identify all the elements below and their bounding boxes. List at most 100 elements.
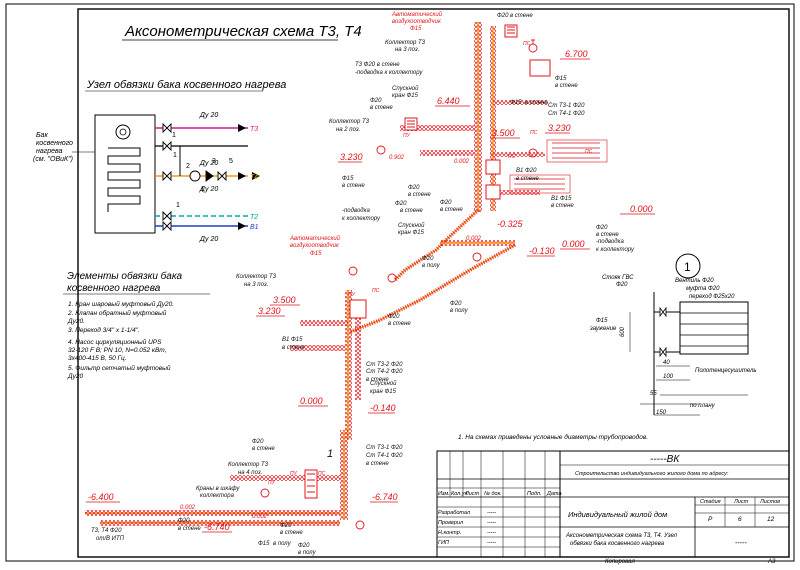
drain-label: кран Ф15	[392, 93, 419, 99]
pipe-spec: в стене	[280, 530, 303, 536]
drain-label: Спускной	[392, 85, 419, 92]
towel-dryer	[679, 301, 749, 355]
sheet-header: Лист	[733, 499, 749, 505]
dim-label: 150	[656, 410, 667, 416]
header-doc: № док.	[484, 491, 502, 497]
riser-label: Ст Т4-1 Ф20	[366, 453, 403, 459]
riser-label: Ст Т4-1 Ф20	[548, 111, 585, 117]
signature-dashes: -----	[487, 510, 496, 516]
elements-title-2: косвенного нагрева	[67, 283, 161, 294]
pc-marker: ПС	[523, 41, 531, 47]
to-collector: -подводка к коллектору	[355, 70, 423, 76]
dn-label-2: Ду 20	[199, 160, 218, 167]
level-3230b: 3.230	[340, 152, 363, 162]
role-gip: ГИП	[438, 540, 449, 546]
pipe-spec: в стене	[342, 183, 365, 189]
callout-2: 2	[186, 163, 190, 170]
drain-label: Спускной	[370, 380, 397, 387]
pipe-spec: в стене	[366, 461, 389, 467]
pc-marker: ПС	[508, 154, 516, 160]
pipe-spec: в стене	[440, 207, 463, 213]
air-vent-label: воздухоотводчик	[392, 19, 442, 25]
collector-label: Коллектор Т3	[385, 40, 426, 46]
level-0325: -0.325	[497, 219, 524, 229]
pu-marker: ПУ	[348, 292, 356, 298]
pipe-label-t3: Т3	[250, 126, 258, 133]
detail-label: заужение	[589, 326, 617, 332]
slope-label: 0.002	[252, 514, 268, 520]
tank-label-3: нагрева	[36, 148, 62, 155]
pc-mid: Ф20	[596, 225, 608, 231]
collector-label: на 3 поз.	[244, 282, 268, 288]
tank-body	[94, 114, 156, 234]
level-3500: 3.500	[492, 128, 515, 138]
element-item: Ду20.	[67, 318, 85, 325]
callout-5: 5	[229, 158, 233, 165]
signature-dashes: -----	[487, 530, 496, 536]
tank-label-4: (см. "ОВиК")	[33, 156, 73, 163]
collector-label: на 3 поз.	[395, 47, 419, 53]
pipe-spec: в стене	[252, 446, 275, 452]
pipe-spec: в стене	[178, 526, 201, 532]
pipe-spec: в стене	[555, 83, 578, 89]
pu-marker: ПУ	[268, 480, 276, 486]
level-6400: -6.400	[88, 492, 114, 502]
slope-label: 0.002	[466, 236, 482, 242]
detail-marker	[675, 253, 701, 279]
pipe-spec: в стене	[408, 192, 431, 198]
pc-mid: -подводка	[596, 239, 624, 245]
callout-1c: 1	[176, 202, 180, 209]
drawing-note: 1. На схемах приведены условные диаметры…	[458, 433, 648, 441]
pipe-spec: в стене	[370, 105, 393, 111]
cabinet-label: Краны в шкафу	[196, 486, 240, 492]
pc-mid: к коллектору	[596, 247, 635, 253]
pipe-spec: в стене	[366, 377, 389, 383]
riser-label: Ст Т3-2 Ф20	[366, 362, 403, 368]
riser-label: Ст Т3-1 Ф20	[548, 103, 585, 109]
air-vent-label: Ф15	[310, 251, 322, 257]
pipe-spec: Ф20	[408, 185, 420, 191]
level-3500b: 3.500	[273, 295, 296, 305]
pipe-spec: в стене	[551, 203, 574, 209]
element-item: 4. Насос циркуляционный UPS	[68, 338, 162, 346]
level-3230c: 3.230	[258, 306, 281, 316]
element-item: Ду20	[67, 373, 84, 380]
node-title: Узел обвязки бака косвенного нагрева	[86, 79, 286, 91]
stage-value: Р	[708, 516, 713, 523]
air-vent-label: Автоматический	[289, 235, 341, 242]
collector-label: Коллектор Т3	[236, 274, 277, 280]
pc-mid: -подводка	[342, 208, 370, 214]
thermometer-icon	[115, 124, 131, 140]
pc-mid: Ф20	[395, 201, 407, 207]
title-block	[436, 450, 790, 558]
pipe-label-t4: Т4	[250, 174, 258, 181]
level-0000b: 0.000	[562, 239, 585, 249]
dn-label-3: Ду 20	[199, 186, 218, 193]
riser-label: Ст Т4-2 Ф20	[366, 369, 403, 375]
element-item: 3. Переход 3/4" х 1-1/4".	[68, 326, 140, 334]
slope-label: 0.002	[454, 159, 470, 165]
dim-label: 40	[663, 360, 670, 366]
pipe-spec: в полу	[298, 550, 317, 556]
detail-label: переход Ф25х20	[689, 294, 735, 300]
to-collector: Т3 Ф20 в стене	[355, 62, 400, 68]
pc-mid: в стене	[596, 232, 619, 238]
outer-frame	[5, 3, 795, 562]
collector-label: Коллектор Т3	[329, 119, 370, 125]
pc-mid: к коллектору	[342, 216, 381, 222]
pipe-spec: Ф15	[342, 176, 354, 182]
node-ref: 1	[327, 448, 333, 460]
pipe-spec: в полу	[273, 541, 292, 547]
collectors	[304, 24, 608, 499]
tank-label-2: косвенного	[36, 140, 73, 147]
detail-label: по плану	[690, 403, 716, 409]
collector-label: на 2 поз.	[336, 127, 360, 133]
valve-symbols	[260, 39, 538, 530]
header-kol: Кол.уч	[451, 491, 468, 497]
pipe-spec: в полу	[450, 308, 469, 314]
header-podp: Подп.	[527, 491, 542, 497]
level-0130: -0.130	[529, 246, 555, 256]
pipe-spec: в стене	[510, 13, 533, 19]
dim-label: 100	[663, 374, 674, 380]
format-label: А3	[767, 559, 776, 565]
